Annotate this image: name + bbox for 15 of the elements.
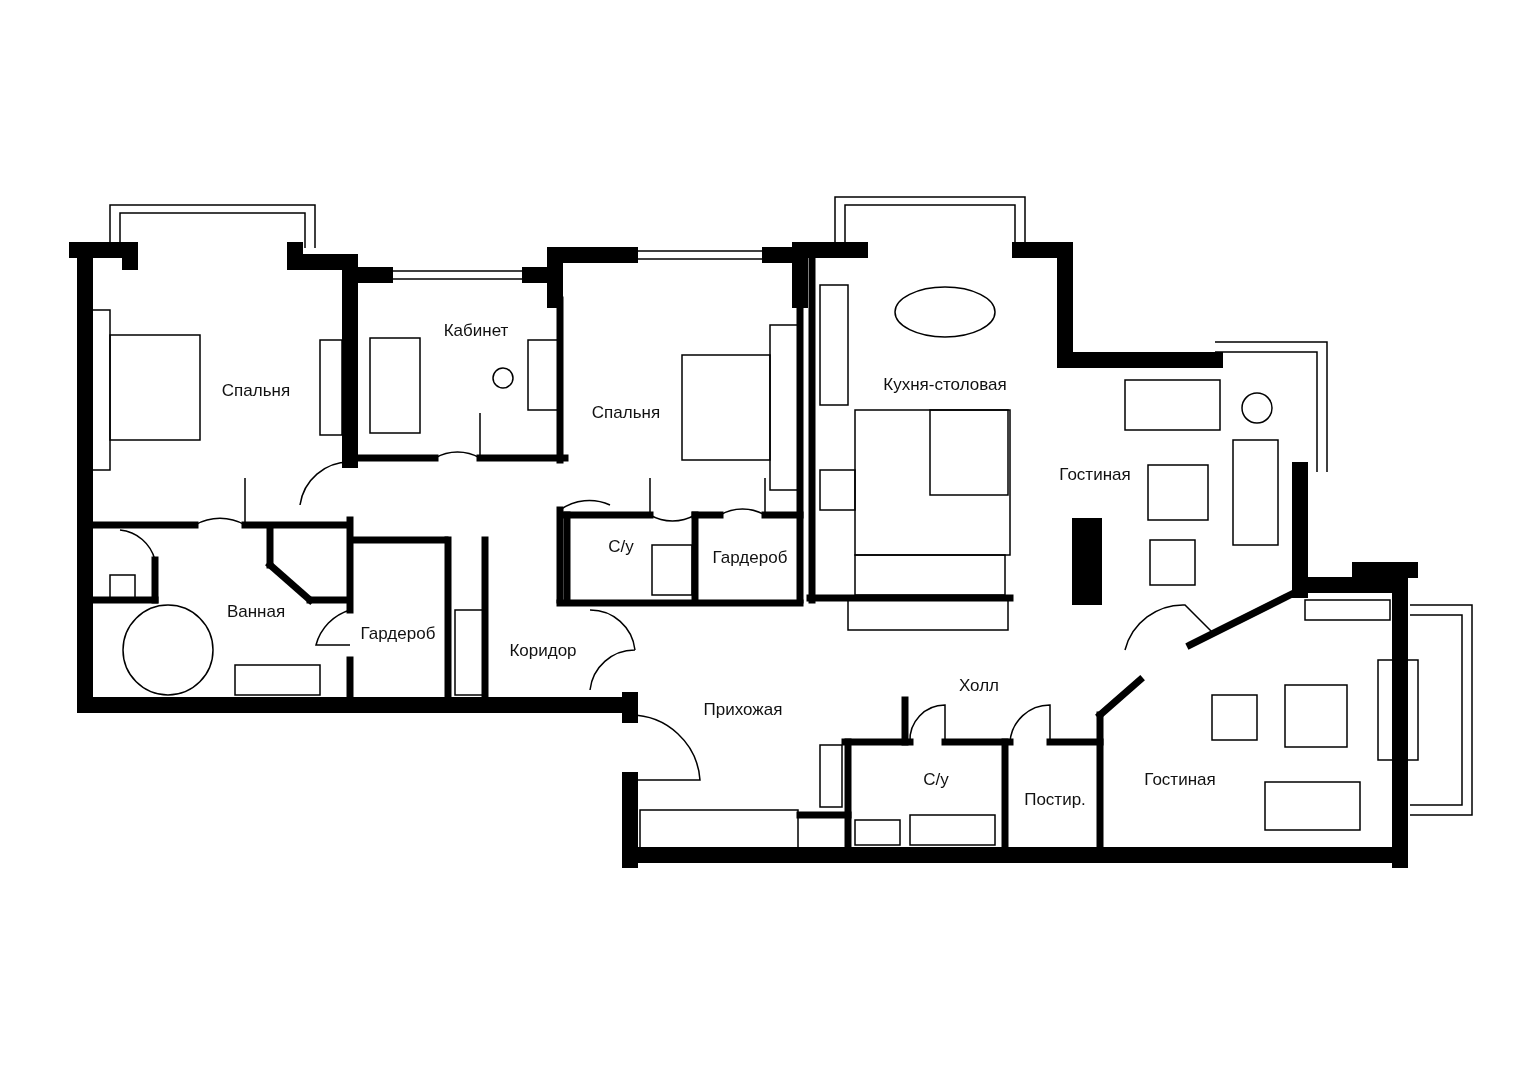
room-label: Холл [958, 676, 1000, 694]
room-label: Кабинет [443, 321, 509, 339]
room-label: Прихожая [703, 700, 783, 718]
room-label: Ванная [226, 602, 286, 620]
room-label: Постир. [1024, 790, 1086, 808]
room-label: Гардероб [712, 548, 788, 566]
room-label: Гостиная [1059, 465, 1131, 483]
room-label: С/у [608, 537, 634, 555]
room-label: Гардероб [360, 624, 436, 642]
room-label: Коридор [509, 641, 577, 659]
room-label: Гостиная [1144, 770, 1216, 788]
room-label: Спальня [591, 403, 661, 421]
room-label: Кухня-столовая [883, 375, 1007, 393]
room-label: С/у [923, 770, 949, 788]
room-label: Спальня [221, 381, 291, 399]
